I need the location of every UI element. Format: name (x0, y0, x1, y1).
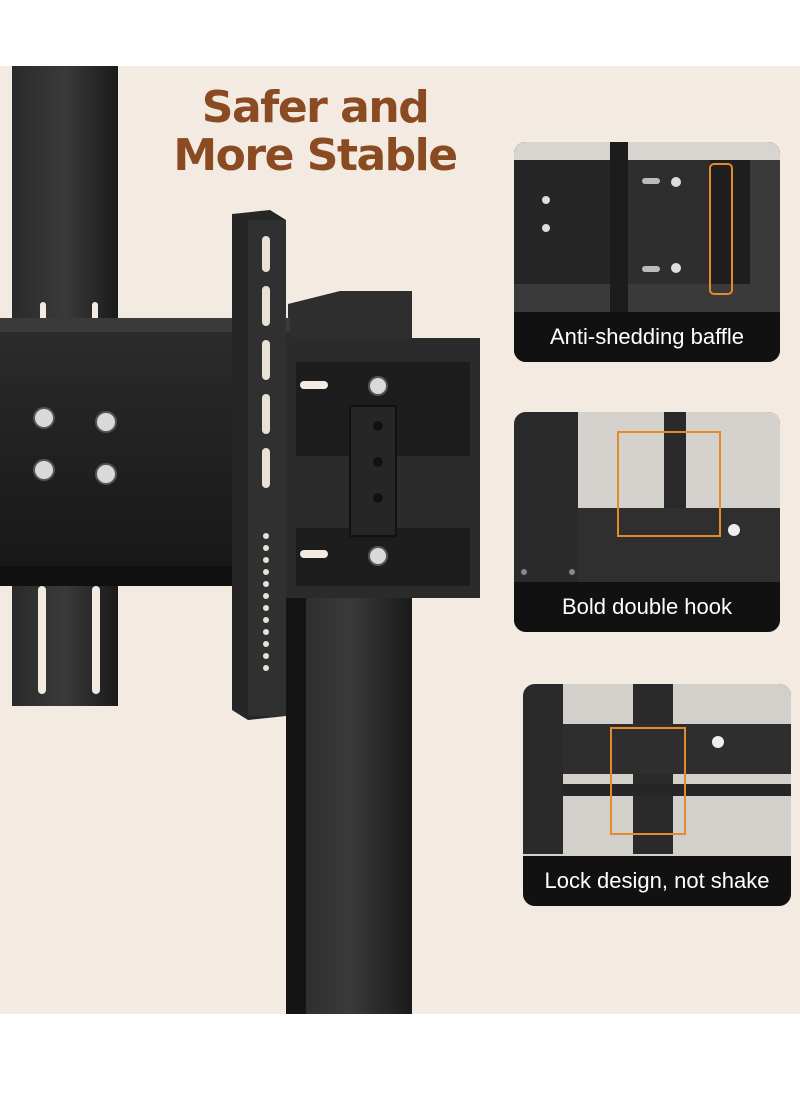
headline-line-2: More Stable (173, 130, 458, 181)
feature-caption: Lock design, not shake (523, 856, 791, 906)
product-image-canvas: Safer and More Stable Anti-shedding baff… (0, 66, 800, 1014)
feature-card-lock-design: Lock design, not shake (523, 684, 791, 906)
feature-caption: Bold double hook (514, 582, 780, 632)
feature-card-double-hook: Bold double hook (514, 412, 780, 632)
feature-card-anti-shedding: Anti-shedding baffle (514, 142, 780, 362)
feature-caption: Anti-shedding baffle (514, 312, 780, 362)
headline-line-1: Safer and (201, 82, 430, 133)
tv-mount-bracket-illustration (0, 66, 480, 1014)
headline: Safer and More Stable (170, 84, 460, 180)
